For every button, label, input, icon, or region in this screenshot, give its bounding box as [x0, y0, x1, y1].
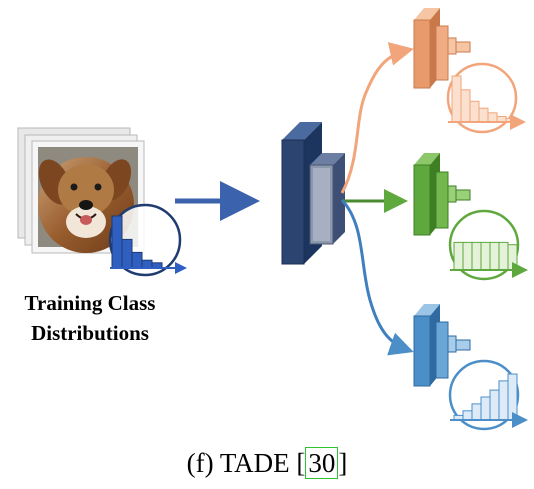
arrow-to-blue-expert — [340, 198, 414, 356]
input-distribution-inset — [108, 203, 187, 277]
figure-caption: (f) TADE [30] — [0, 446, 534, 480]
arrow-to-orange-expert — [340, 42, 414, 194]
orange-dist-bar — [478, 107, 489, 123]
expert-blue-blocks — [413, 304, 471, 387]
shared-backbone — [281, 122, 345, 265]
green-dist-bar — [471, 241, 482, 271]
expert-green-blocks — [413, 153, 471, 236]
orange-dist-bar — [460, 89, 471, 123]
backbone-block-1 — [281, 139, 305, 265]
training-class-distributions-label: Training Class Distributions — [0, 288, 180, 348]
citation-link[interactable]: 30 — [305, 447, 339, 479]
green-dist-bars — [453, 241, 518, 271]
orange-dist-bar — [469, 100, 480, 123]
expert-orange-blocks — [413, 8, 471, 89]
green-dist-bar — [480, 241, 491, 271]
expert-orange — [413, 8, 526, 134]
green-dist-bar — [453, 241, 464, 271]
expert-green — [413, 153, 528, 281]
training-label-line2: Distributions — [31, 321, 149, 345]
blue-dist-bar — [480, 396, 491, 421]
input-dist-bar — [131, 251, 143, 269]
input-dist-bar — [141, 259, 153, 269]
green-dist-bar — [507, 244, 518, 271]
training-label-line1: Training Class — [24, 291, 156, 315]
blue-dist-bar — [498, 380, 509, 421]
blue-dist-bar — [507, 373, 518, 421]
input-dist-bar — [121, 238, 133, 269]
orange-dist-bar — [451, 75, 462, 123]
orange-dist-bar — [487, 112, 498, 123]
blue-dist-bar — [471, 403, 482, 421]
input-image-stack — [17, 127, 187, 277]
blue-dist-bar — [462, 410, 473, 421]
dog-photo — [38, 147, 138, 253]
blue-dist-bar — [489, 389, 500, 421]
green-dist-bar — [462, 241, 473, 271]
expert-blue — [413, 304, 528, 431]
caption-suffix: ] — [338, 448, 348, 478]
green-dist-bar — [489, 241, 500, 271]
input-dist-bar — [111, 215, 123, 269]
caption-prefix: (f) TADE [ — [186, 448, 306, 478]
green-dist-bar — [498, 241, 509, 271]
